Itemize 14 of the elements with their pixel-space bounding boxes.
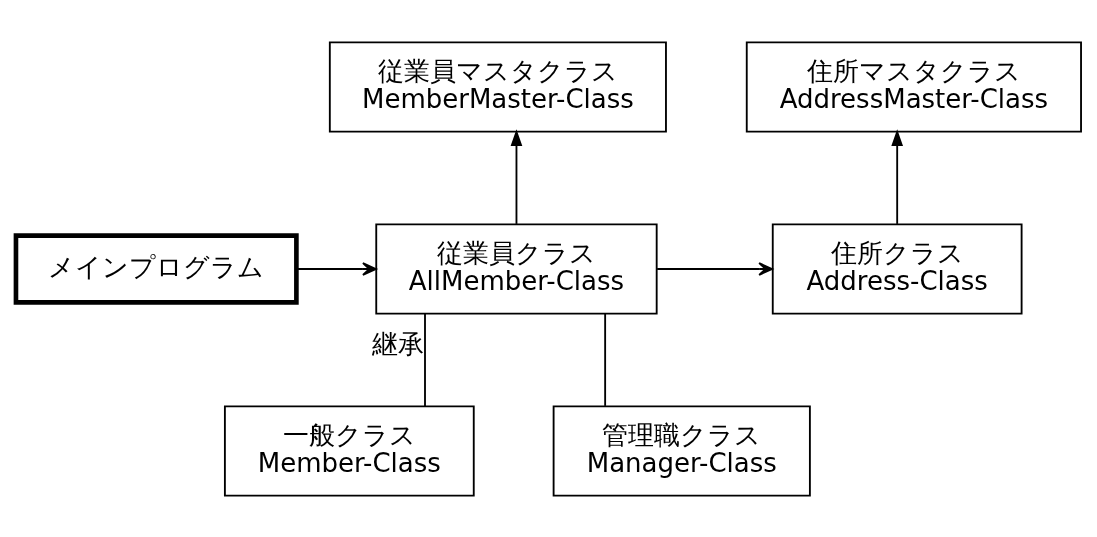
arrow — [510, 128, 523, 225]
connector — [604, 312, 607, 407]
node-box: 従業員クラス AllMember-Class — [375, 223, 658, 314]
node-box: メインプログラム — [13, 232, 299, 305]
connector — [424, 312, 426, 407]
node-box: 住所クラス Address-Class — [771, 223, 1023, 314]
node-box: 一般クラス Member-Class — [223, 405, 475, 496]
node-box: 管理職クラス Manager-Class — [552, 405, 811, 496]
arrow — [295, 261, 377, 276]
arrow — [656, 261, 774, 276]
node-box: 従業員マスタクラス MemberMaster-Class — [328, 41, 667, 132]
edge-label: 継承 — [372, 328, 425, 359]
arrow — [891, 128, 904, 225]
node-box: 住所マスタクラス AddressMaster-Class — [745, 41, 1082, 132]
